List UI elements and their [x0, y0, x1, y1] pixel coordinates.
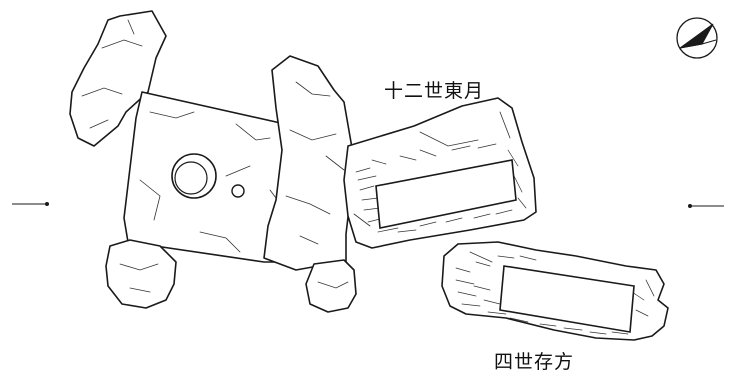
north-arrow-compass-icon [676, 17, 718, 59]
inscription-label-upper: 十二世東月 [384, 80, 485, 102]
inscription-label-lower: 四世存方 [494, 351, 575, 373]
right-axis-marker [688, 204, 724, 208]
plaque-upper [375, 159, 517, 229]
stone-square-base [123, 91, 297, 263]
stone-small-lower-left [105, 239, 177, 309]
large-hole [171, 153, 217, 199]
plaque-lower [499, 265, 635, 333]
stone-inscribed-upper [343, 97, 537, 249]
stone-small-lower-middle [305, 259, 357, 313]
small-hole [231, 184, 245, 198]
stone-inscribed-lower [441, 241, 669, 341]
stone-upper-left [69, 10, 167, 147]
left-axis-marker [12, 202, 49, 206]
